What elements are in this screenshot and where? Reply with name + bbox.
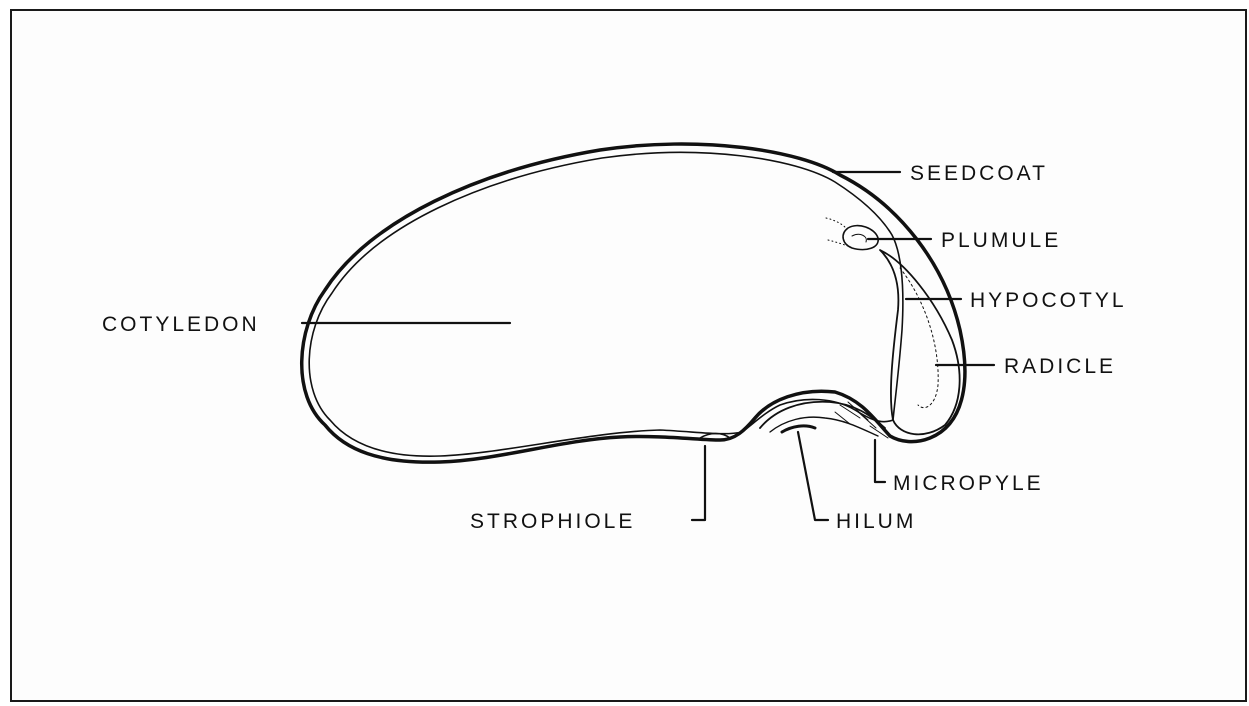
micropyle-label: MICROPYLE — [893, 472, 1044, 495]
strophiole-label: STROPHIOLE — [470, 510, 635, 533]
hilum-label: HILUM — [836, 510, 916, 533]
hilum-leader — [798, 432, 828, 520]
cotyledon-label: COTYLEDON — [102, 313, 260, 336]
cotyledon-outline — [309, 152, 903, 456]
radicle-label: RADICLE — [1004, 355, 1116, 378]
hilum-inner — [770, 417, 878, 436]
radicle-dotted-line — [900, 268, 938, 408]
plumule-label: PLUMULE — [941, 229, 1061, 252]
seedcoat-outline — [302, 144, 965, 462]
strophiole-leader — [692, 446, 705, 520]
seedcoat-label: SEEDCOAT — [910, 162, 1048, 185]
plumule-detail — [852, 234, 866, 242]
micropyle-leader — [875, 440, 885, 482]
hypocotyl-radicle-outline — [880, 250, 960, 434]
hypocotyl-label: HYPOCOTYL — [970, 289, 1127, 312]
